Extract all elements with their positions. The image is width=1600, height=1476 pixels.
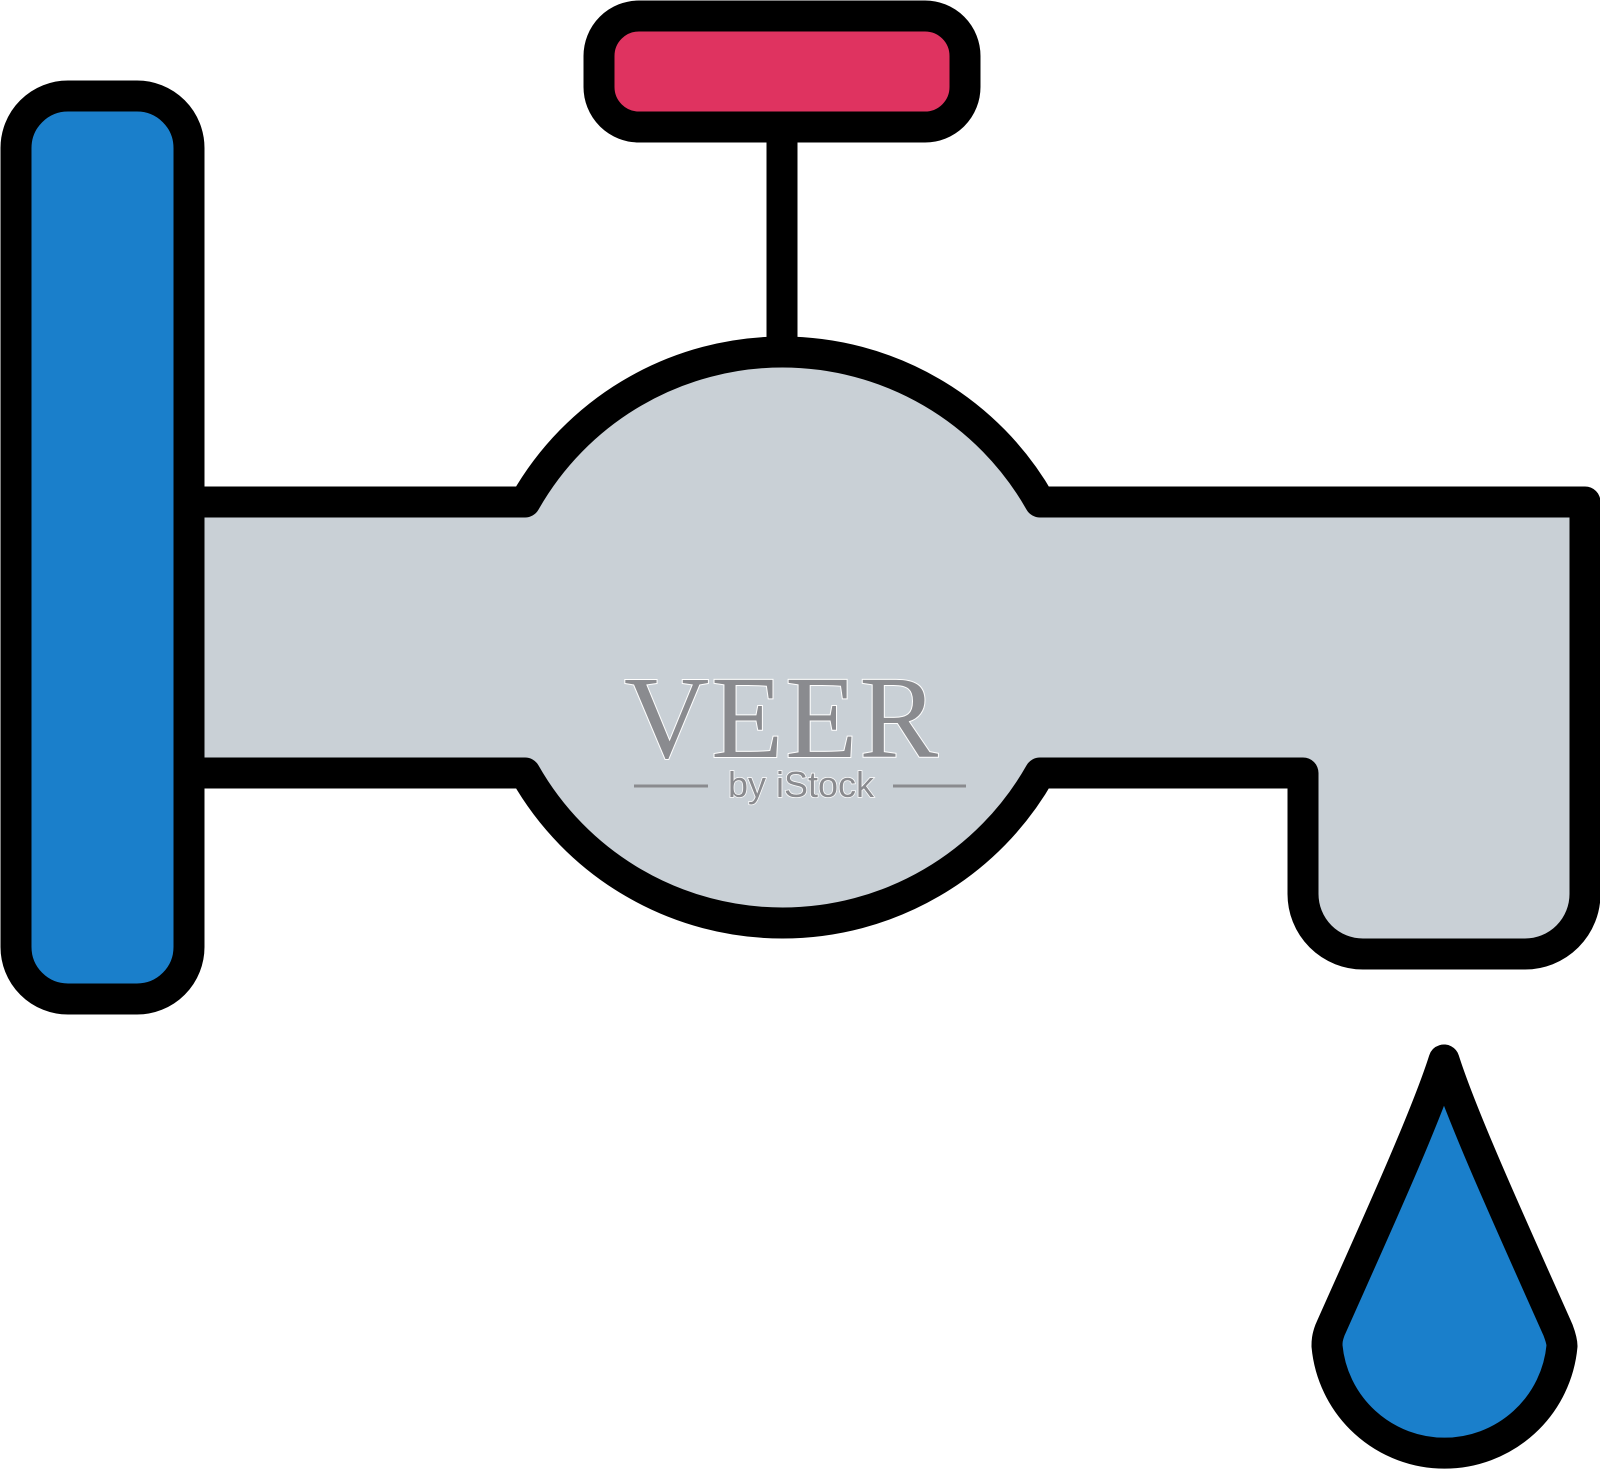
watermark-brand: VEER [624,652,940,783]
watermark-tagline: by iStock [728,764,875,805]
wall-pipe [0,80,205,1015]
watermark: VEER by iStock [623,651,966,806]
faucet-handle [583,0,981,143]
faucet-body [172,336,1600,970]
water-droplet-icon [1311,1044,1578,1469]
